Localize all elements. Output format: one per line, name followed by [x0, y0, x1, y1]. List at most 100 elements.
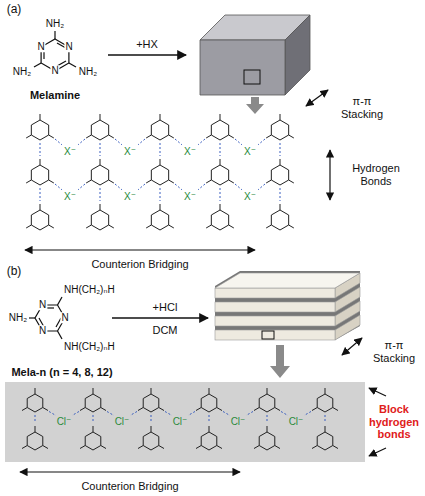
counterion-label: Cl⁻: [115, 416, 130, 427]
counterion-label-box: Cl⁻: [231, 416, 246, 428]
triazine-ring: [146, 159, 174, 185]
compound-name: Melamine: [30, 89, 80, 101]
triazine-ring: [266, 159, 294, 185]
triazine-ring: [80, 426, 106, 450]
counterion-label: X⁻: [244, 146, 256, 157]
atom-label: NH₂: [13, 66, 31, 77]
counterion-label-box: X⁻: [244, 191, 256, 203]
counterion-label: Cl⁻: [231, 416, 246, 427]
double-arrow: [20, 471, 240, 472]
double-arrow: [25, 249, 255, 250]
hydrogen-bond: [165, 412, 172, 416]
triazine-ring: [146, 114, 174, 140]
triazine-ring: [206, 204, 234, 230]
reagent-label-box: +HCl: [153, 301, 178, 314]
atom-label: N: [60, 312, 69, 323]
counterion-label: X⁻: [184, 146, 196, 157]
reagent-label: +HX: [136, 38, 158, 50]
reagent-label-box: +HX: [136, 38, 158, 51]
zoom-arrow: [270, 345, 290, 378]
hydrogen-bond: [223, 412, 230, 416]
annotation: Counterion Bridging: [81, 480, 178, 492]
counterion-label-box: Cl⁻: [57, 416, 72, 428]
hydrogen-bond: [258, 184, 265, 190]
counterion-label: Cl⁻: [289, 416, 304, 427]
atom-label: N: [50, 65, 59, 76]
counterion-label: X⁻: [124, 191, 136, 202]
reaction-arrow: [108, 54, 186, 55]
triazine-ring: [312, 426, 338, 450]
hydrogen-bond: [198, 139, 205, 145]
hydrogen-bond: [151, 415, 152, 423]
atom-label-box: NH(CH₂)ₙH: [64, 341, 115, 353]
triazine-ring: [206, 114, 234, 140]
atom-label: N: [64, 41, 73, 52]
hydrogen-bond: [40, 188, 41, 201]
counterion-label-box: X⁻: [184, 191, 196, 203]
hydrogen-bond: [246, 412, 253, 416]
triazine-ring: [86, 114, 114, 140]
hydrogen-bond: [93, 415, 94, 423]
annotation-box: Block hydrogen bonds: [366, 403, 422, 441]
annotation-box: Hydrogen Bonds: [340, 162, 412, 187]
atom-label-box: NH₂: [13, 66, 31, 78]
triazine-ring: [22, 388, 48, 412]
reaction-arrow: [112, 317, 208, 318]
layered-block: [215, 271, 360, 340]
hydrogen-bond: [175, 184, 182, 190]
hydrogen-bond: [35, 415, 36, 423]
triazine-ring: [138, 388, 164, 412]
hydrogen-bond: [138, 139, 145, 145]
hydrogen-bond: [325, 415, 326, 423]
hydrogen-bond: [130, 412, 137, 416]
hydrogen-bond: [198, 184, 205, 190]
triazine-ring: [86, 204, 114, 230]
triazine-ring: [26, 204, 54, 230]
annotation: Counterion Bridging: [91, 258, 188, 270]
hydrogen-bond: [267, 415, 268, 423]
annotation: Block hydrogen bonds: [369, 403, 419, 440]
triazine-ring: [254, 388, 280, 412]
hydrogen-bond: [78, 184, 85, 190]
counterion-label: X⁻: [64, 191, 76, 202]
counterion-label: X⁻: [64, 146, 76, 157]
hydrogen-bond: [138, 184, 145, 190]
triazine-ring: [196, 426, 222, 450]
hydrogen-bond: [115, 184, 122, 190]
atom-label-box: N: [38, 325, 47, 337]
annotation-box: Counterion Bridging: [81, 480, 178, 493]
triazine-ring: [146, 204, 174, 230]
double-arrow: [342, 338, 362, 355]
atom-label: NH(CH₂)ₙH: [64, 341, 115, 352]
panel-label-box: (b): [7, 265, 22, 279]
hydrogen-bond: [72, 412, 79, 416]
counterion-label-box: X⁻: [124, 191, 136, 203]
counterion-label: Cl⁻: [57, 416, 72, 427]
annotation: Hydrogen Bonds: [352, 162, 400, 187]
reagent-label: +HCl: [153, 301, 178, 313]
atom-label-box: N: [64, 41, 73, 53]
triazine-ring: [22, 426, 48, 450]
annotation: π-π Stacking: [341, 95, 383, 120]
atom-label-box: NH(CH₂)ₙH: [64, 284, 115, 296]
hydrogen-bond-network: [26, 114, 294, 230]
triazine-ring: [138, 426, 164, 450]
atom-label-box: NH₂: [9, 312, 27, 324]
counterion-label-box: X⁻: [244, 146, 256, 158]
counterion-label-box: X⁻: [184, 146, 196, 158]
pointer-arrow: [369, 448, 386, 456]
annotation: π-π Stacking: [373, 339, 415, 364]
atom-label-box: NH₂: [79, 66, 97, 78]
panel-label: (a): [7, 2, 22, 16]
atom-label: N: [38, 299, 47, 310]
panel-label: (b): [7, 264, 22, 278]
hydrogen-bond: [280, 143, 281, 156]
counterion-label-box: Cl⁻: [173, 416, 188, 428]
hydrogen-bond: [160, 188, 161, 201]
hydrogen-bond: [175, 139, 182, 145]
counterion-label-box: X⁻: [64, 191, 76, 203]
atom-label: NH₂: [79, 66, 97, 77]
hydrogen-bond-band: [5, 382, 365, 462]
hydrogen-bond: [100, 143, 101, 156]
